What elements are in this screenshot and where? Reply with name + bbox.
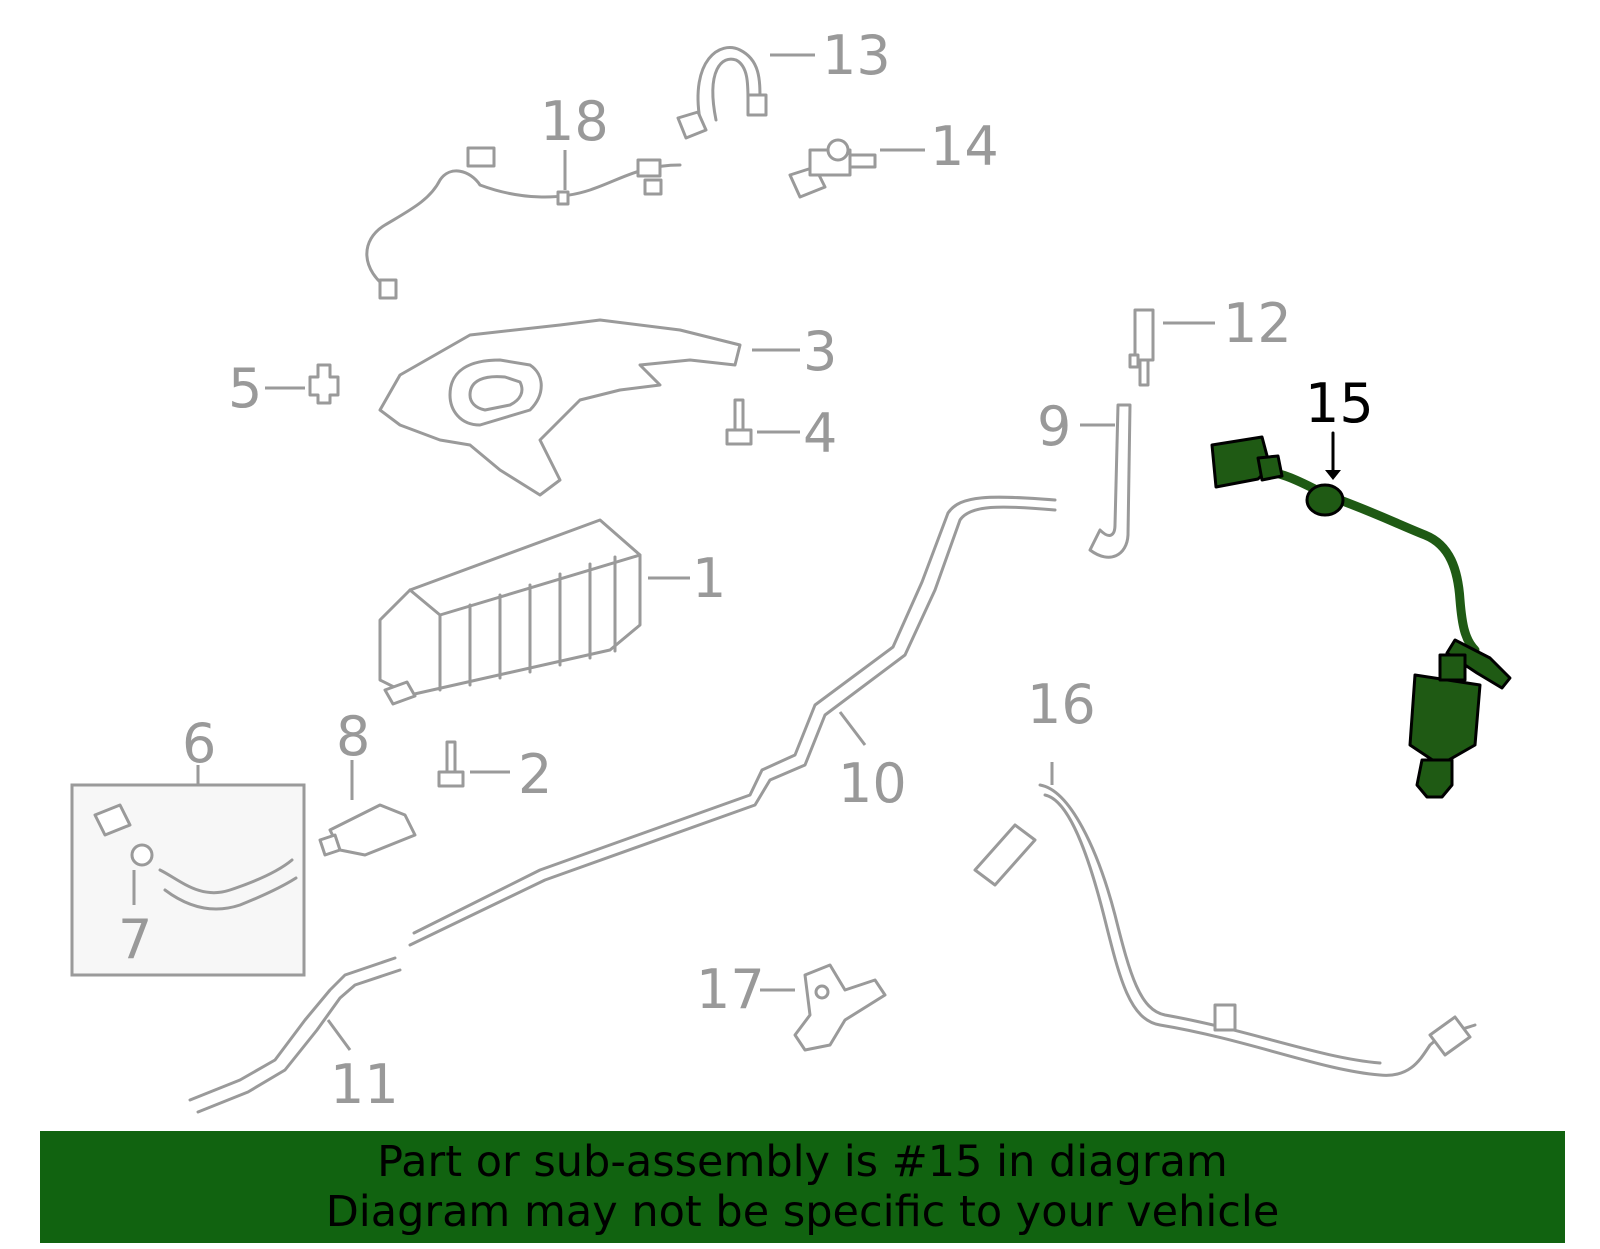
part-2-bolt [437,740,465,788]
callout-15: 15 [1305,372,1374,435]
part-5-clip [308,363,340,405]
callout-1: 1 [692,547,726,610]
part-8-valve [318,803,417,857]
callout-8: 8 [336,705,370,768]
part-9-hose [1088,403,1132,559]
banner-line-2: Diagram may not be specific to your vehi… [325,1187,1280,1237]
callout-9: 9 [1037,395,1071,458]
callout-14: 14 [930,115,999,178]
info-banner: Part or sub-assembly is #15 in diagram D… [40,1131,1565,1243]
callout-5: 5 [228,357,262,420]
part-15-sensor-harness [1210,435,1512,799]
part-13-hose [676,46,768,140]
banner-line-1: Part or sub-assembly is #15 in diagram [377,1137,1228,1187]
callout-16: 16 [1027,673,1096,736]
callout-13: 13 [822,24,891,87]
part-17-bracket [793,963,887,1052]
callout-10: 10 [838,752,907,815]
part-4-bolt [725,398,753,446]
callout-11: 11 [330,1053,399,1116]
part-1-canister [378,518,642,706]
callout-2: 2 [518,743,552,806]
callout-7: 7 [118,908,152,971]
part-16-sensor [973,783,1477,1077]
part-12-connector [1128,308,1155,387]
callout-4: 4 [803,402,837,465]
callout-12: 12 [1223,292,1292,355]
part-10-line [408,495,1057,947]
callout-18: 18 [540,90,609,153]
callout-3: 3 [803,320,837,383]
callout-17: 17 [696,958,765,1021]
callout-6: 6 [182,712,216,775]
part-14-valve [788,138,877,199]
part-18-harness [365,146,682,300]
part-11-line [188,956,402,1114]
part-3-bracket [378,318,742,497]
part-6-kit-box [70,783,306,977]
